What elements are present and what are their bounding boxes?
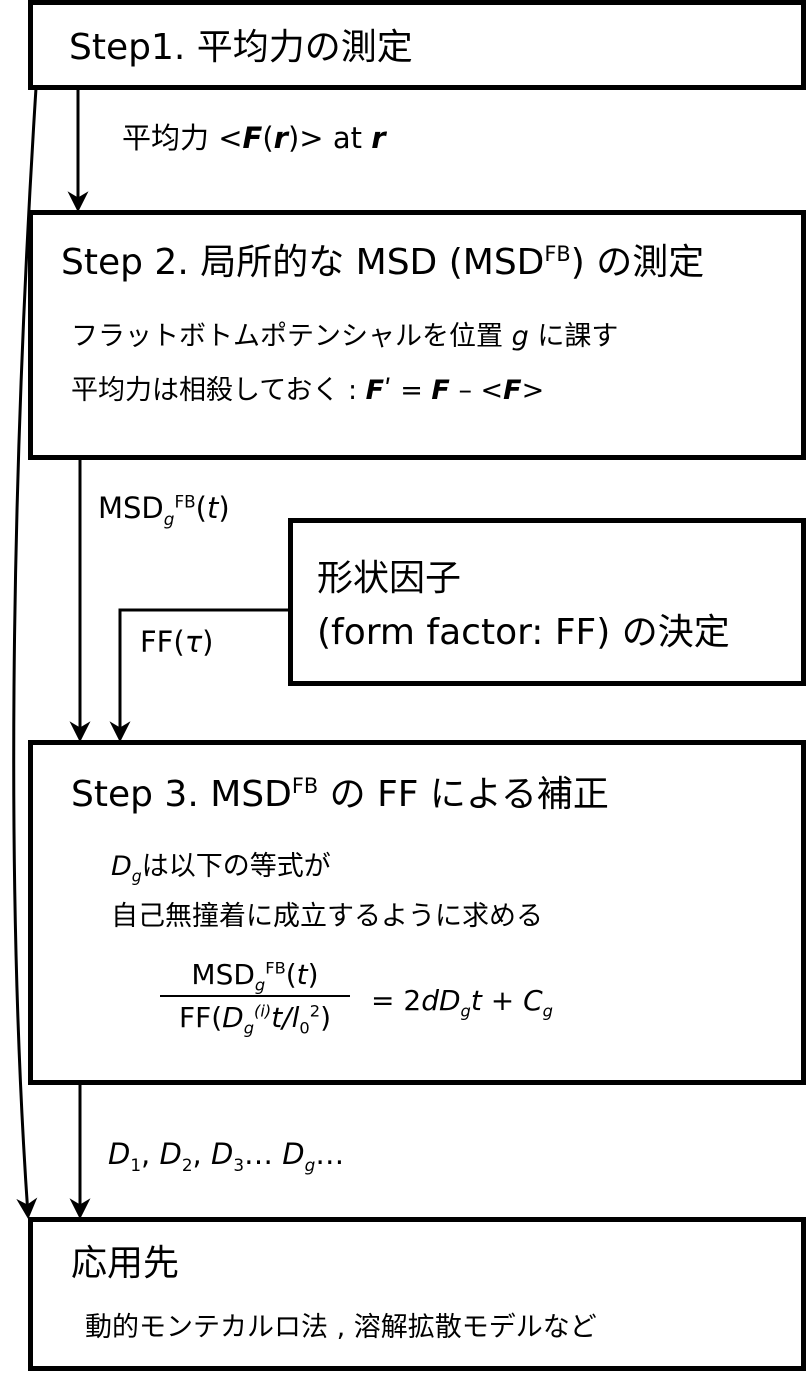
form-factor-line1: 形状因子 [317, 558, 462, 599]
step1-box: Step1. 平均力の測定 [28, 0, 806, 90]
step2-line2: 平均力は相殺しておく : Fʹ = F – <F> [71, 375, 545, 406]
step2-title: Step 2. 局所的な MSD (MSDFB) の測定 [61, 242, 705, 283]
step2-box: Step 2. 局所的な MSD (MSDFB) の測定 フラットボトムポテンシ… [28, 210, 806, 460]
fraction-bar [160, 995, 350, 997]
diffusion-coefficients-label: D1, D2, D3… Dg… [108, 1137, 345, 1175]
step2-line1: フラットボトムポテンシャルを位置 g に課す [71, 321, 619, 352]
form-factor-box: 形状因子 (form factor: FF) の決定 [288, 518, 806, 686]
application-title: 応用先 [71, 1243, 180, 1284]
step3-line1: Dgは以下の等式が [111, 851, 331, 886]
arrow-ff-to-step3 [109, 608, 292, 743]
application-line1: 動的モンテカルロ法 , 溶解拡散モデルなど [85, 1312, 597, 1343]
mean-force-label: 平均力 <F(r)> at r [122, 121, 386, 155]
step3-line2: 自己無撞着に成立するように求める [111, 901, 543, 932]
msd-fb-label: MSDgFB(t) [98, 491, 230, 529]
step3-box: Step 3. MSDFB の FF による補正 Dgは以下の等式が 自己無撞着… [28, 740, 806, 1085]
step3-title: Step 3. MSDFB の FF による補正 [71, 774, 609, 815]
step3-equation-rhs: = 2dDgt + Cg [371, 984, 553, 1021]
equation-denominator: FF(Dg(i)t/l02) [178, 1001, 332, 1038]
equation-numerator: MSDgFB(t) [191, 958, 319, 995]
step1-title: Step1. 平均力の測定 [69, 27, 413, 68]
ff-tau-label: FF(τ) [140, 625, 214, 659]
arrow-step1-to-apply [12, 87, 38, 1220]
form-factor-line2: (form factor: FF) の決定 [317, 612, 730, 653]
step3-equation-fraction: MSDgFB(t) FF(Dg(i)t/l02) [160, 958, 350, 1038]
application-box: 応用先 動的モンテカルロ法 , 溶解拡散モデルなど [28, 1217, 806, 1371]
